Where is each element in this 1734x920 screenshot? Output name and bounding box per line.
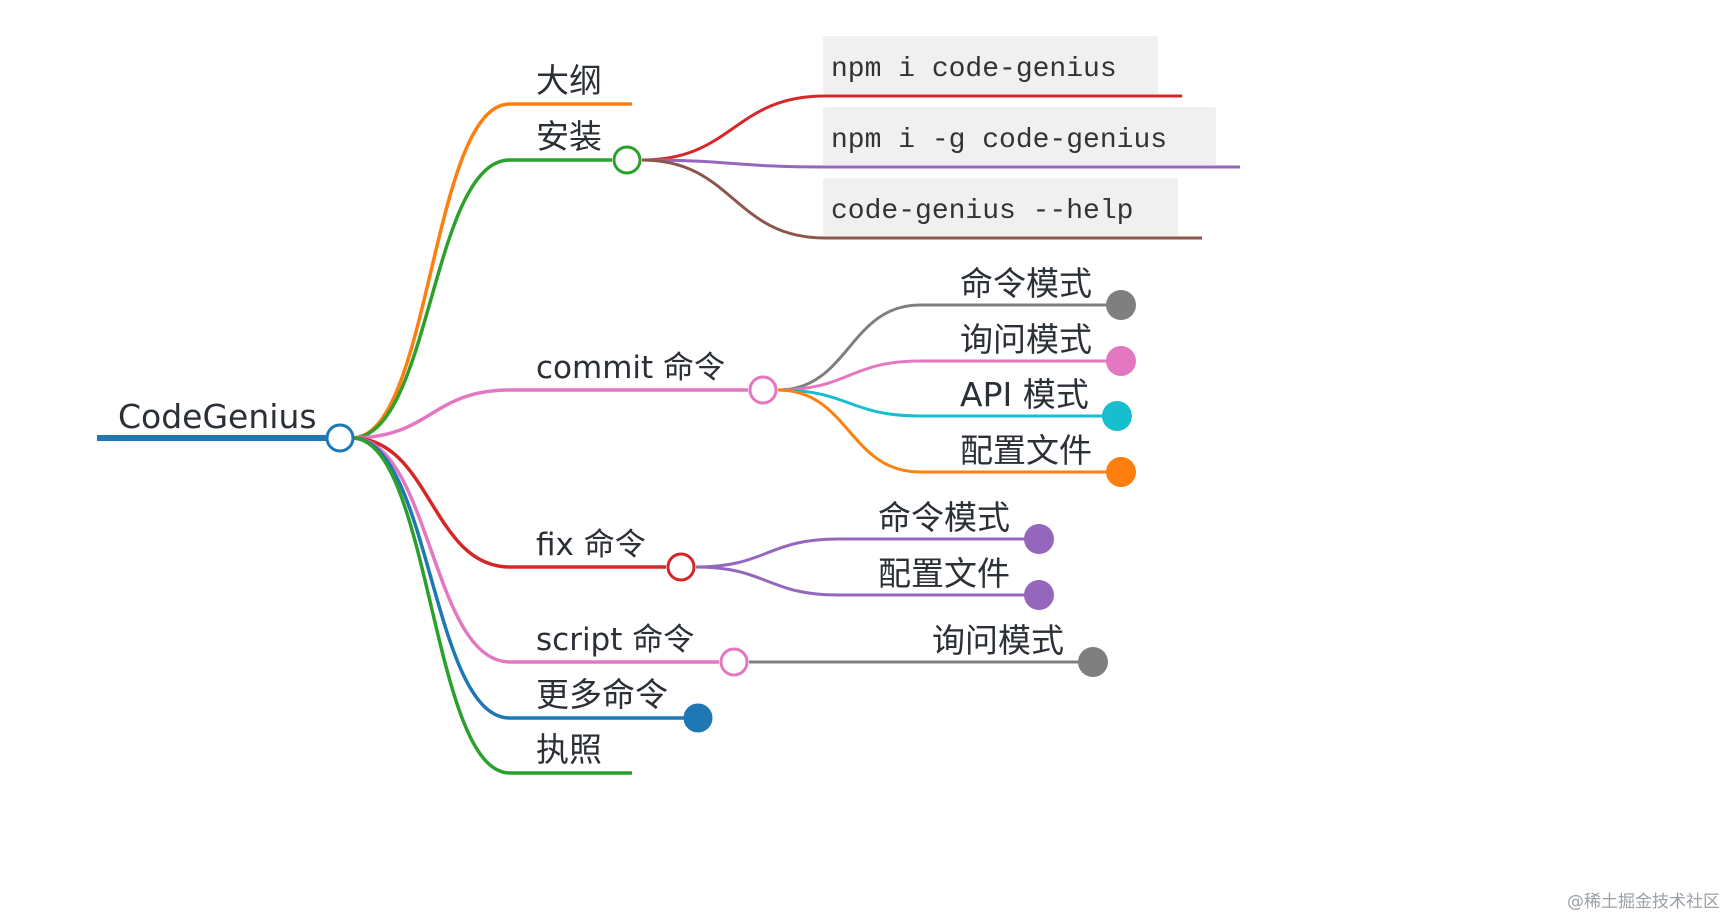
branch-label-script: script 命令: [536, 622, 694, 658]
link-root-license: [351, 436, 511, 775]
link-commit-2: [777, 388, 921, 418]
child-label-commit-3: 配置文件: [960, 431, 1092, 470]
collapse-toggle-script[interactable]: [719, 647, 749, 677]
child-label-commit-2: API 模式: [960, 375, 1089, 414]
branch-label-outline: 大纲: [536, 61, 602, 100]
leaf-dot-commit-3[interactable]: [1106, 457, 1136, 487]
link-commit-1: [777, 359, 921, 392]
root-node-label: CodeGenius: [118, 397, 317, 436]
leaf-dot-more[interactable]: [683, 703, 713, 733]
code-snippet: npm i -g code-genius: [831, 125, 1167, 156]
collapse-toggle-root[interactable]: [325, 423, 355, 453]
child-label-fix-0: 命令模式: [878, 498, 1010, 537]
child-label-fix-1: 配置文件: [878, 554, 1010, 593]
leaf-dot-commit-0[interactable]: [1106, 290, 1136, 320]
link-root-fix: [351, 436, 511, 569]
branch-label-install: 安装: [536, 117, 602, 156]
link-root-outline: [351, 102, 511, 440]
link-install-2: [641, 158, 826, 240]
leaf-dot-fix-1[interactable]: [1024, 580, 1054, 610]
code-block: [823, 107, 1216, 165]
leaf-dot-commit-1[interactable]: [1106, 346, 1136, 376]
code-snippet: code-genius --help: [831, 196, 1133, 227]
link-root-script: [351, 436, 511, 664]
leaf-dot-commit-2[interactable]: [1102, 401, 1132, 431]
watermark: @稀土掘金技术社区: [1567, 892, 1720, 912]
branch-label-fix: fix 命令: [536, 527, 646, 563]
link-commit-0: [777, 303, 921, 392]
branch-label-license: 执照: [536, 730, 602, 769]
link-fix-0: [695, 537, 839, 569]
link-root-install: [351, 158, 511, 440]
link-install-1: [641, 158, 826, 169]
link-fix-1: [695, 565, 839, 597]
collapse-toggle-commit[interactable]: [748, 375, 778, 405]
link-commit-3: [777, 388, 921, 474]
branch-label-more: 更多命令: [536, 675, 668, 714]
code-block: [823, 36, 1158, 94]
leaf-dot-fix-0[interactable]: [1024, 524, 1054, 554]
link-root-more: [351, 436, 511, 720]
mindmap-links: [97, 94, 1240, 775]
branch-label-commit: commit 命令: [536, 350, 725, 386]
leaf-dot-script-0[interactable]: [1078, 647, 1108, 677]
link-root-commit: [351, 388, 511, 440]
code-block: [823, 178, 1178, 236]
code-snippet: npm i code-genius: [831, 54, 1117, 85]
child-label-commit-1: 询问模式: [960, 320, 1092, 359]
child-label-commit-0: 命令模式: [960, 264, 1092, 303]
collapse-toggle-install[interactable]: [612, 145, 642, 175]
collapse-toggle-fix[interactable]: [666, 552, 696, 582]
child-label-script-0: 询问模式: [932, 621, 1064, 660]
link-install-0: [641, 94, 826, 162]
